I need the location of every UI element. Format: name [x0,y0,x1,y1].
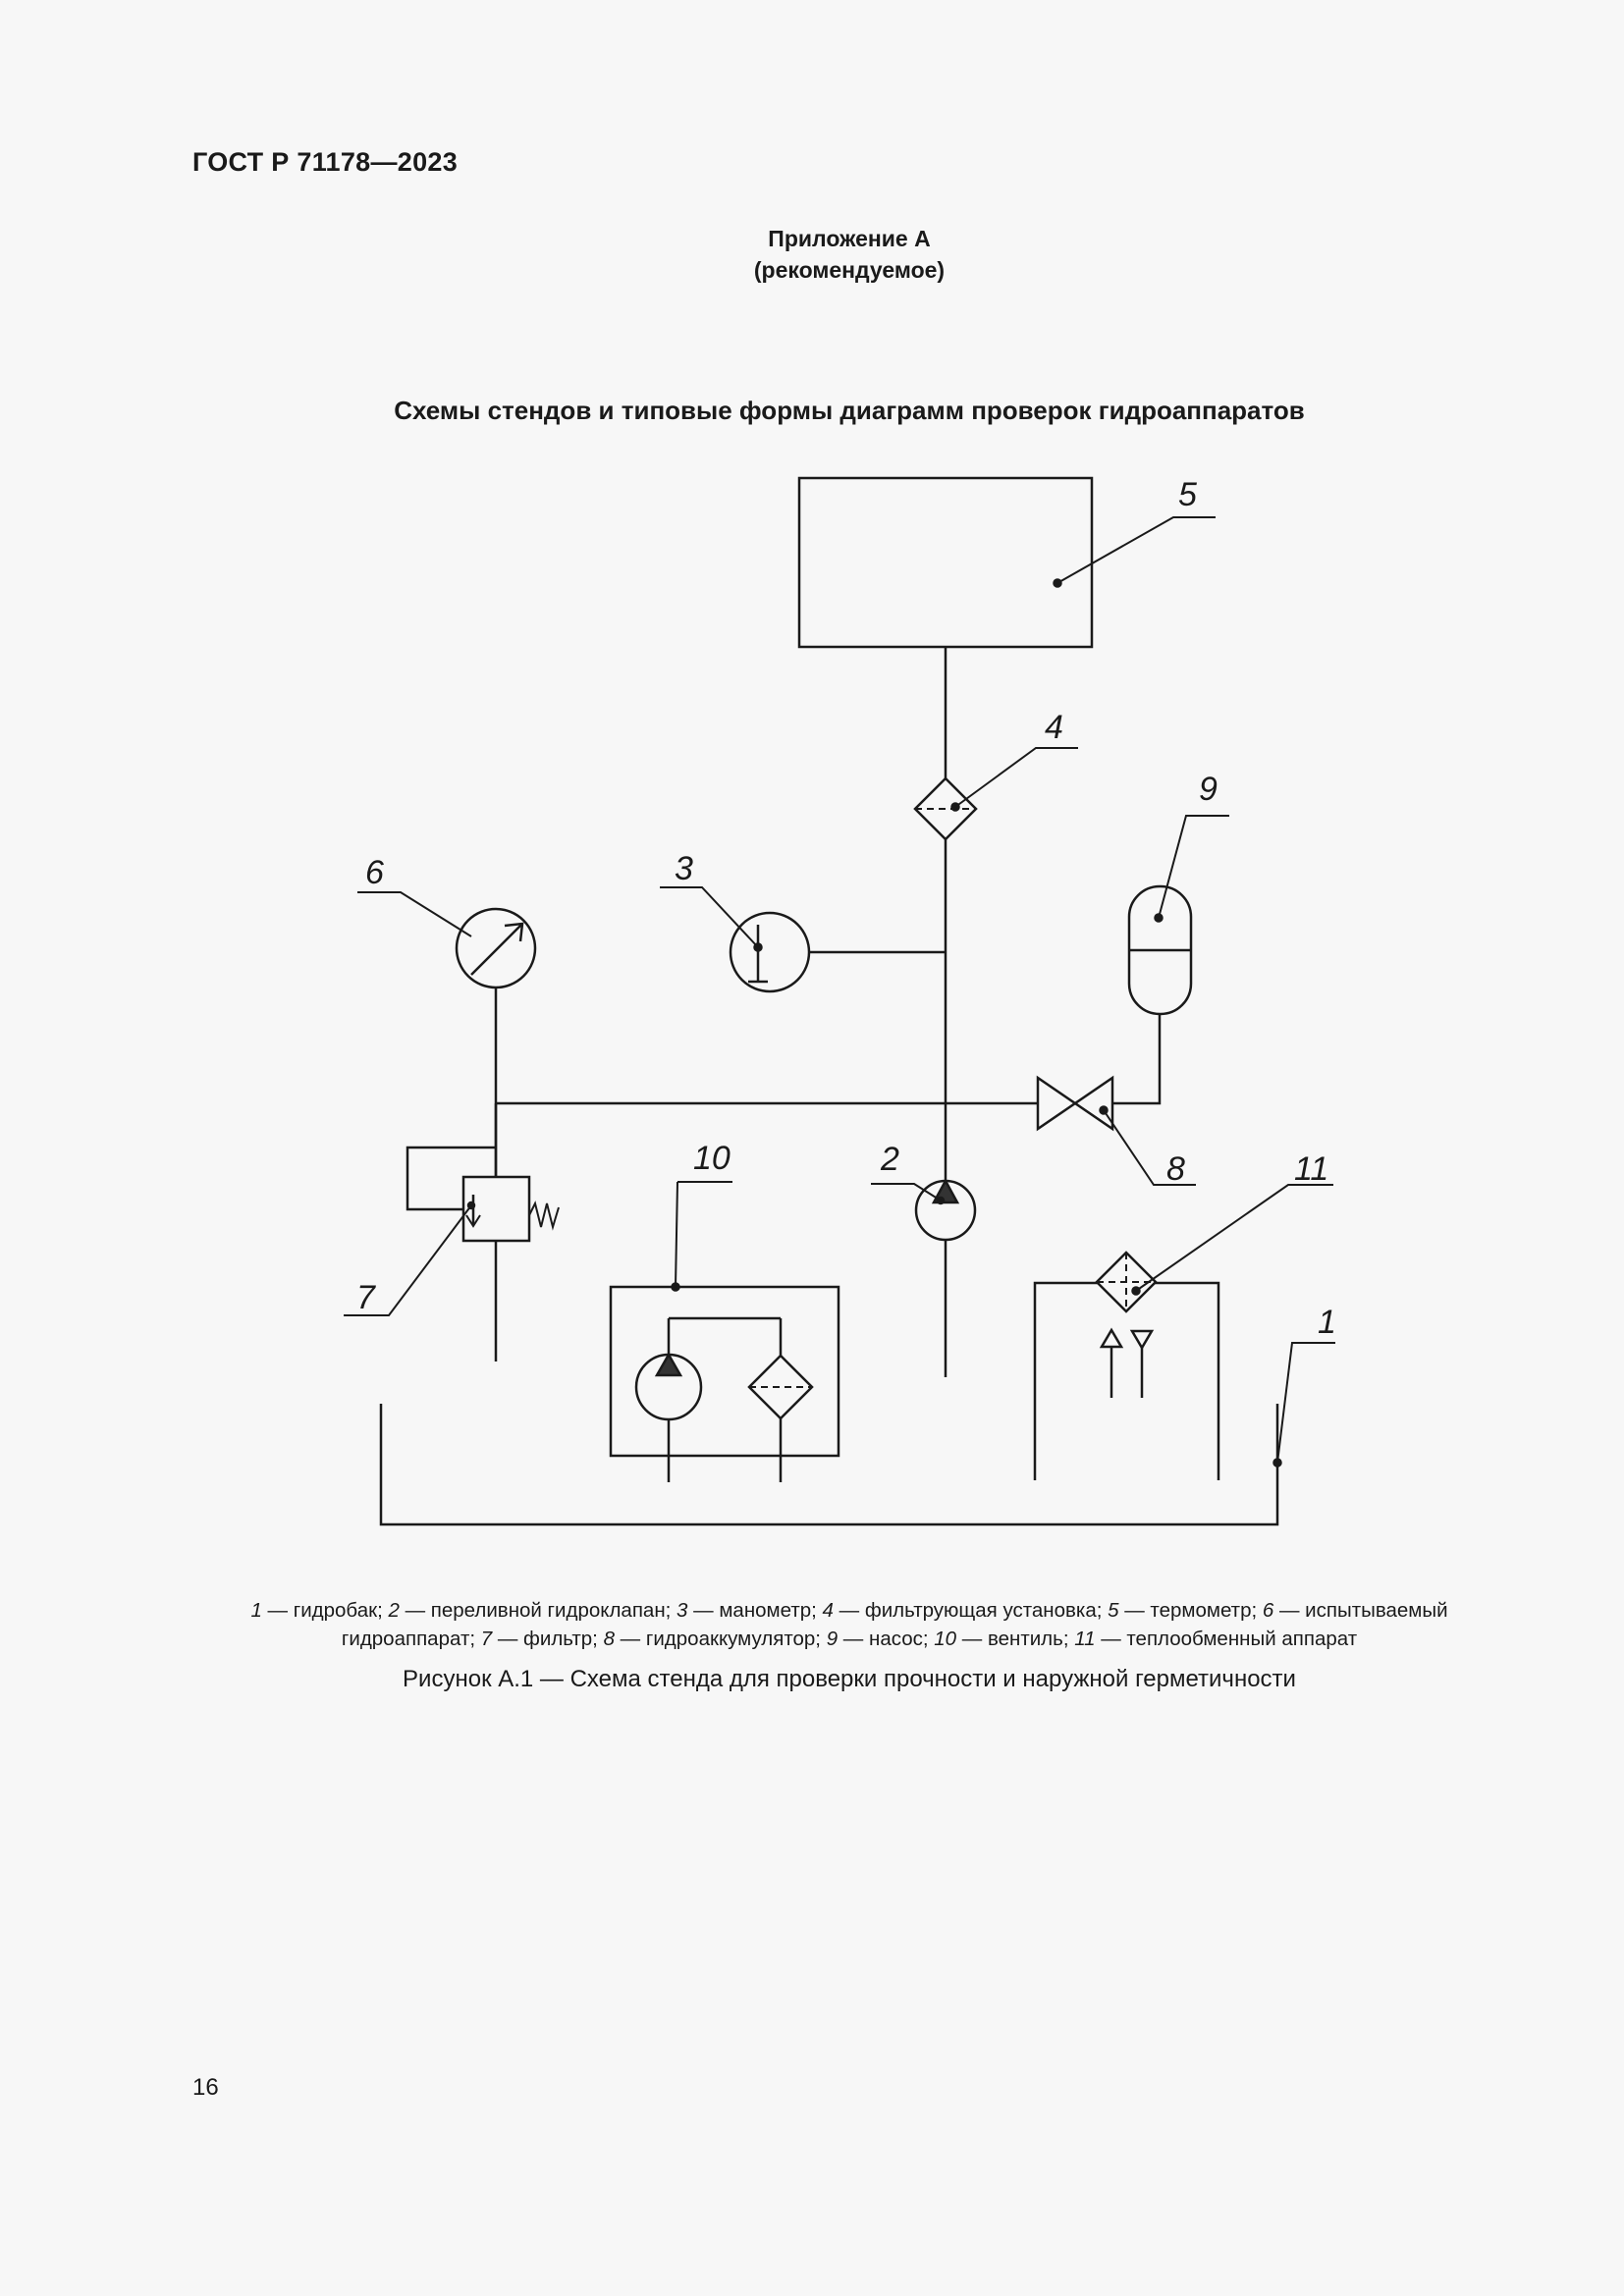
legend-num-2: 2 [388,1599,400,1622]
legend-text-4: — фильтрующая установка; [833,1599,1109,1622]
component-11-heat-exchanger [1033,1184,1333,1480]
legend-text-8: — гидроаккумулятор; [614,1628,827,1650]
label-11: 11 [1294,1150,1328,1188]
component-2-pump [871,1178,977,1242]
label-10: 10 [693,1140,731,1177]
legend-text-10: — вентиль; [956,1628,1075,1650]
component-3-gauge [660,886,946,993]
legend-num-10: 10 [934,1628,957,1650]
label-6: 6 [365,854,384,891]
component-4-filter [913,747,1078,841]
legend-num-6: 6 [1262,1599,1274,1622]
label-1: 1 [1318,1304,1336,1341]
label-4: 4 [1045,709,1063,746]
legend-num-3: 3 [677,1599,688,1622]
legend-num-4: 4 [822,1599,834,1622]
component-8-valve [1036,1014,1196,1186]
legend-text-3: — манометр; [687,1599,823,1622]
section-title: Схемы стендов и типовые формы диаграмм п… [394,396,1305,425]
label-2: 2 [880,1141,899,1178]
legend-text-9: — насос; [838,1628,935,1650]
standard-header: ГОСТ Р 71178—2023 [192,147,459,177]
test-stand-schematic: 5 4 3 6 8 [344,476,1336,1526]
legend-num-8: 8 [603,1628,615,1650]
component-10-unit [609,1181,840,1482]
legend-num-9: 9 [826,1628,839,1650]
component-7-relief-valve [344,1103,560,1316]
component-1-tank [379,1342,1335,1526]
legend-text-5: — термометр; [1118,1599,1263,1622]
legend-text-7: — фильтр; [492,1628,604,1650]
label-7: 7 [356,1279,376,1316]
legend-num-7: 7 [480,1628,493,1650]
annex-title: Приложение А [768,226,931,251]
legend-num-11: 11 [1074,1628,1096,1650]
legend-text-6: — испытываемый гидроаппарат; [341,1599,1448,1650]
legend-text-1: — гидробак; [261,1599,389,1622]
page-number: 16 [192,2074,219,2101]
label-5: 5 [1178,476,1197,513]
figure-caption: Рисунок А.1 — Схема стенда для проверки … [403,1666,1296,1692]
component-5-box [797,476,1216,649]
label-8: 8 [1166,1150,1185,1188]
component-9-accumulator [1127,815,1229,1016]
legend-num-5: 5 [1108,1599,1119,1622]
component-6-gauge [357,891,537,989]
label-9: 9 [1199,771,1218,808]
legend-num-1: 1 [250,1599,262,1622]
label-3: 3 [675,850,693,887]
legend-text-2: — переливной гидроклапан; [399,1599,677,1622]
legend-text-11: — теплообменный аппарат [1095,1628,1358,1650]
annex-status: (рекомендуемое) [753,257,946,283]
figure-legend: 1 — гидробак; 2 — переливной гидроклапан… [187,1596,1512,1653]
